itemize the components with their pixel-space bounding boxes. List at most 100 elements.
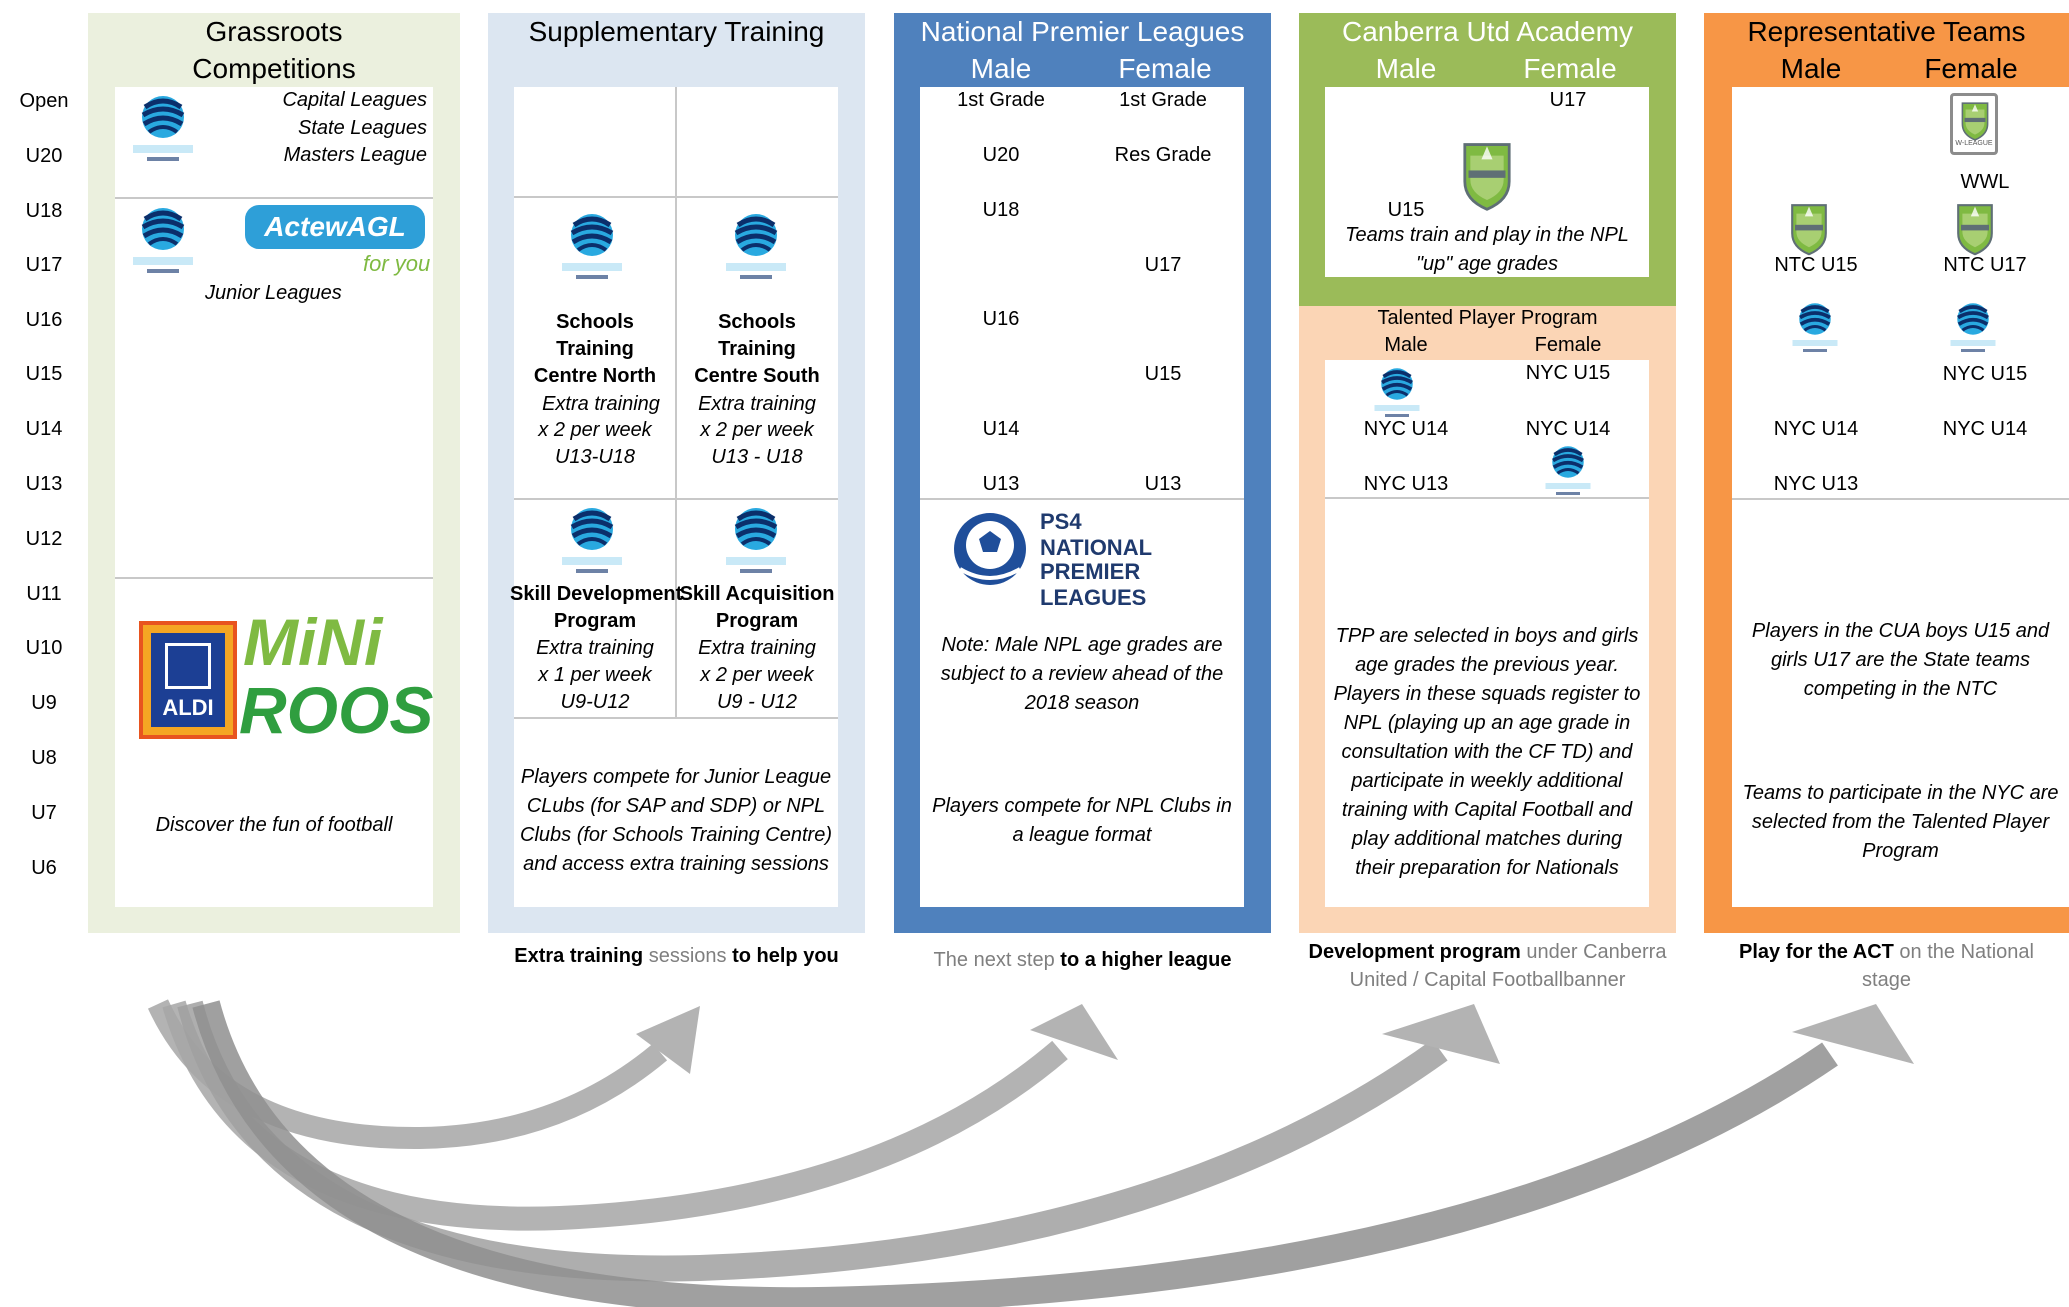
academy-male-header: Male <box>1375 53 1437 84</box>
npl-ball-icon <box>954 513 1026 585</box>
representative-panel: W-LEAGUE WWL NTC U15 NTC U17 NYC U15 NYC… <box>1732 87 2069 907</box>
academy-female-header: Female <box>1523 53 1617 84</box>
aldi-badge: ALDI <box>139 621 237 739</box>
age-u14: U14 <box>25 418 63 440</box>
npl-male-u14: U14 <box>982 418 1020 440</box>
age-u15: U15 <box>25 363 63 385</box>
npl-caption: The next step to a higher league <box>894 946 1271 974</box>
representative-title: Representative Teams <box>1747 16 2026 47</box>
npl-female-res-grade: Res Grade <box>1114 144 1212 166</box>
representative-female-header: Female <box>1924 53 2018 84</box>
tpp-note: TPP are selected in boys and girls age g… <box>1333 625 1641 879</box>
capital-football-logo <box>127 93 199 165</box>
npl-column: National Premier Leagues Male Female 1st… <box>894 13 1271 933</box>
academy-caption-bold: Development program <box>1308 941 1521 963</box>
divider <box>514 498 838 500</box>
ps4-text: PS4 <box>1040 509 1082 534</box>
actewagl-text: ActewAGL <box>264 211 406 242</box>
stc-north-detail3: U13-U18 <box>554 446 636 468</box>
stc-north-line1: Schools <box>556 311 634 333</box>
capital-football-logo <box>720 505 792 577</box>
tpp-female-nyc-u15: NYC U15 <box>1525 362 1611 384</box>
rep-wwl: WWL <box>1960 171 2010 193</box>
representative-column: Representative Teams Male Female W-LEAGU… <box>1704 13 2069 933</box>
stc-south-detail1: Extra training <box>698 393 816 415</box>
capital-football-logo <box>1788 301 1842 355</box>
sap-detail3: U9 - U12 <box>716 691 798 713</box>
tpp-panel: NYC U15 NYC U14 NYC U14 NYC U13 TPP are … <box>1325 360 1649 907</box>
sdp-detail2: x 1 per week <box>538 664 652 686</box>
sdp-line1: Skill Development <box>510 583 683 605</box>
tpp-female-header: Female <box>1534 334 1602 356</box>
npl-male-u16: U16 <box>982 308 1020 330</box>
aldi-badge-inner: ALDI <box>151 633 225 727</box>
supplementary-note: Players compete for Junior League CLubs … <box>520 766 832 875</box>
capital-leagues: Capital Leagues <box>282 89 427 111</box>
age-u13: U13 <box>25 473 63 495</box>
representative-caption-gray2: stage <box>1862 969 1911 991</box>
academy-caption-gray2: United / Capital Footballbanner <box>1349 969 1626 991</box>
rep-female-nyc-u15: NYC U15 <box>1942 363 2028 385</box>
age-u7: U7 <box>31 802 57 824</box>
age-u16: U16 <box>25 309 63 331</box>
npl-male-header: Male <box>970 53 1032 84</box>
npl-caption-gray: The next step <box>933 949 1055 971</box>
rep-male-nyc-u14: NYC U14 <box>1773 418 1859 440</box>
age-u10: U10 <box>25 637 63 659</box>
npl-female-1st-grade: 1st Grade <box>1119 89 1207 111</box>
stc-north-line2: Training <box>556 338 634 360</box>
stc-south-line3: Centre South <box>694 365 820 387</box>
npl-logo: PS4 NATIONAL PREMIER LEAGUES <box>950 509 1240 610</box>
npl-female-u15: U15 <box>1144 363 1182 385</box>
arrow-to-representative <box>192 1000 1914 1307</box>
sap-line2: Program <box>715 610 799 632</box>
rep-note2: Teams to participate in the NYC are sele… <box>1742 782 2059 862</box>
stc-south-detail2: x 2 per week <box>700 419 814 441</box>
rep-female-nyc-u14: NYC U14 <box>1942 418 2028 440</box>
npl-female-header: Female <box>1118 53 1212 84</box>
stc-north-detail1: Extra training <box>542 393 660 415</box>
aldi-a-mark <box>165 643 211 689</box>
age-u18: U18 <box>25 200 63 222</box>
rep-male-nyc-u13: NYC U13 <box>1773 473 1859 495</box>
academy-caption: Development program under Canberra Unite… <box>1299 938 1676 994</box>
actewagl-logo: ActewAGL <box>245 205 425 249</box>
divider <box>1732 498 2069 500</box>
age-open: Open <box>19 90 69 112</box>
capital-football-logo <box>556 211 628 283</box>
miniroos-line1: MiNi <box>243 605 383 679</box>
divider <box>514 717 838 719</box>
supplementary-caption-bold1: Extra training <box>514 945 644 967</box>
stc-south-line1: Schools <box>718 311 796 333</box>
capital-football-logo <box>1946 301 2000 355</box>
representative-male-header: Male <box>1780 53 1842 84</box>
aldi-text: ALDI <box>162 695 214 720</box>
tpp-male-header: Male <box>1384 334 1428 356</box>
discover-football: Discover the fun of football <box>155 814 393 836</box>
sap-detail1: Extra training <box>698 637 816 659</box>
npl-male-u20: U20 <box>982 144 1020 166</box>
academy-note: Teams train and play in the NPL "up" age… <box>1345 224 1629 275</box>
grassroots-title-line1: Grassroots <box>205 16 343 47</box>
academy-caption-gray1: under Canberra <box>1526 941 1667 963</box>
capital-football-logo <box>1370 366 1424 420</box>
supplementary-panel: Schools Training Centre North Extra trai… <box>510 87 838 907</box>
representative-caption: Play for the ACT on the National stage <box>1704 938 2069 994</box>
npl-note: Note: Male NPL age grades are subject to… <box>940 634 1224 714</box>
sdp-detail1: Extra training <box>536 637 654 659</box>
supplementary-title: Supplementary Training <box>528 16 825 47</box>
capital-football-logo <box>720 211 792 283</box>
stc-south-detail3: U13 - U18 <box>711 446 803 468</box>
sdp-detail3: U9-U12 <box>560 691 630 713</box>
age-u12: U12 <box>25 528 63 550</box>
academy-panel: U17 U15 Teams train and play in the NPL … <box>1325 87 1649 277</box>
aldi-miniroos-logo: ALDI MiNi ROOS <box>139 605 433 759</box>
w-league-badge: W-LEAGUE <box>1950 93 1998 155</box>
rep-ntc-u15: NTC U15 <box>1774 254 1858 276</box>
canberra-united-crest <box>1788 201 1830 257</box>
npl-panel: 1st Grade U20 U18 U16 U14 U13 1st Grade … <box>920 87 1244 907</box>
rep-note1: Players in the CUA boys U15 and girls U1… <box>1751 620 2050 700</box>
npl-brand-line2: PREMIER LEAGUES <box>1040 559 1147 610</box>
grassroots-title-line2: Competitions <box>192 53 356 84</box>
supplementary-column: Supplementary Training Schools Training … <box>488 13 865 933</box>
